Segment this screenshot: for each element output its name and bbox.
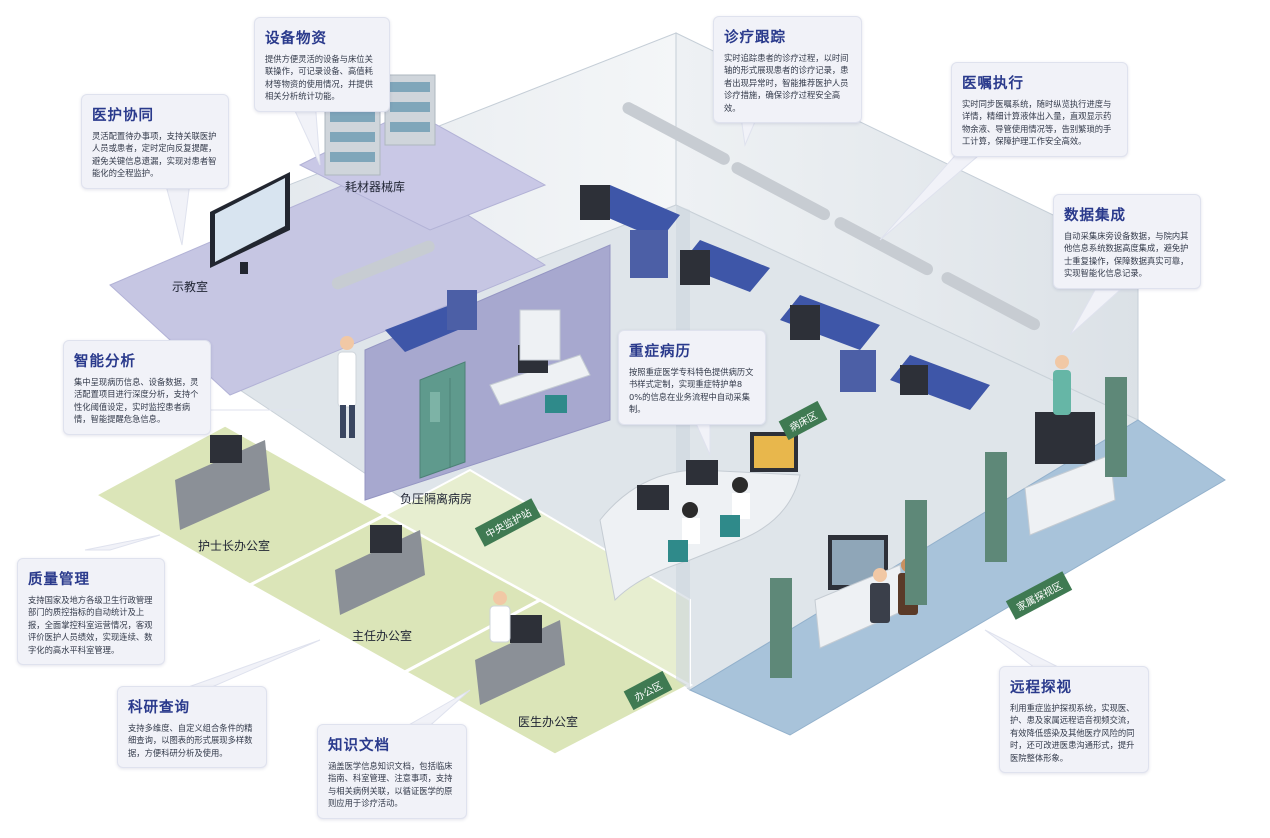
room-label-director: 主任办公室 [352,629,413,643]
callout-quality-mgmt: 质量管理 支持国家及地方各级卫生行政管理部门的质控指标的自动统计及上报，全面掌控… [17,558,165,666]
ward-beds [580,102,1041,410]
callout-text: 按照重症医学专科特色提供病历文书样式定制，实现重症特护单80%的信息在业务流程中… [629,367,754,415]
callout-diagnosis-tracking: 诊疗跟踪 实时追踪患者的诊疗过程，以时间轴的形式展现患者的诊疗记录，患者出现异常… [713,16,862,124]
callout-equipment: 设备物资 提供方便灵活的设备与床位关联操作，可记录设备、高值耗材等物资的使用情况… [254,17,390,112]
isolation-desk [489,309,591,413]
callout-text: 利用重症监护探视系统，实现医、护、患及家属远程语音视频交流，有效降低感染及其他医… [1010,703,1135,763]
callout-title: 设备物资 [265,31,327,47]
room-label-teaching: 示教室 [172,280,209,294]
callout-title: 数据集成 [1064,208,1126,224]
doctor-figure [337,336,357,438]
callout-text: 实时同步医嘱系统，随时纵览执行进度与详情，精细计算液体出入量，直观显示药物余液、… [962,99,1112,147]
callout-critical-record: 重症病历 按照重症医学专科特色提供病历文书样式定制，实现重症特护单80%的信息在… [618,330,766,425]
callout-text: 自动采集床旁设备数据，与院内其他信息系统数据高度集成，避免护士重复操作，保障数据… [1064,231,1189,279]
family-visit-scene [770,355,1127,678]
room-label-consumables: 耗材器械库 [345,180,406,194]
office-desks [175,435,565,705]
callout-remote-visit: 远程探视 利用重症监护探视系统，实现医、护、患及家属远程语音视频交流，有效降低感… [999,666,1149,774]
front-glass [676,205,690,690]
callout-text: 实时追踪患者的诊疗过程，以时间轴的形式展现患者的诊疗记录，患者出现异常时，智能推… [724,53,849,113]
teaching-monitor [210,172,290,274]
room-label-doctor: 医生办公室 [518,715,579,729]
callout-title: 质量管理 [28,572,90,588]
callout-title: 远程探视 [1010,680,1072,696]
callout-title: 医护协同 [92,108,154,124]
callout-text: 支持国家及地方各级卫生行政管理部门的质控指标的自动统计及上报，全面掌控科室运营情… [28,595,153,655]
callout-title: 科研查询 [128,700,190,716]
callout-text: 提供方便灵活的设备与床位关联操作，可记录设备、高值耗材等物资的使用情况，并提供相… [265,54,373,102]
callout-title: 诊疗跟踪 [724,30,786,46]
isolation-wall [364,244,611,501]
callout-text: 集中呈现病历信息、设备数据，灵活配置项目进行深度分析，支持个性化阈值设定，实时监… [74,377,199,425]
callout-title: 重症病历 [629,344,691,360]
callout-research-query: 科研查询 支持多维度、自定义组合条件的精细查询，以图表的形式展现多样数据，方便科… [117,686,267,769]
isolation-bed [331,240,477,352]
consumables-shelves [324,74,436,176]
callout-data-integration: 数据集成 自动采集床旁设备数据，与院内其他信息系统数据高度集成，避免护士重复操作… [1053,194,1201,289]
room-label-isolation: 负压隔离病房 [400,492,473,506]
callout-pointers [84,99,1122,731]
callout-title: 知识文档 [328,738,390,754]
callout-text: 灵活配置待办事项，支持关联医护人员或患者，定时定向反复提醒，避免关键信息遗漏，实… [92,131,217,179]
callout-title: 智能分析 [74,354,136,370]
callout-text: 涵盖医学信息知识文档，包括临床指南、科室管理、注意事项，支持与相关病例关联，以循… [328,761,453,809]
callout-order-execution: 医嘱执行 实时同步医嘱系统，随时纵览执行进度与详情，精细计算液体出入量，直观显示… [951,62,1128,157]
callout-knowledge-docs: 知识文档 涵盖医学信息知识文档，包括临床指南、科室管理、注意事项，支持与相关病例… [317,724,467,819]
callout-text: 支持多维度、自定义组合条件的精细查询，以图表的形式展现多样数据，方便科研分析及使… [128,723,253,758]
callout-smart-analysis: 智能分析 集中呈现病历信息、设备数据，灵活配置项目进行深度分析，支持个性化阈值设… [63,340,211,435]
callout-title: 医嘱执行 [962,76,1024,92]
central-station [599,432,801,602]
room-label-head-nurse: 护士长办公室 [198,539,271,553]
callout-medical-collab: 医护协同 灵活配置待办事项，支持关联医护人员或患者，定时定向反复提醒，避免关键信… [81,94,229,189]
